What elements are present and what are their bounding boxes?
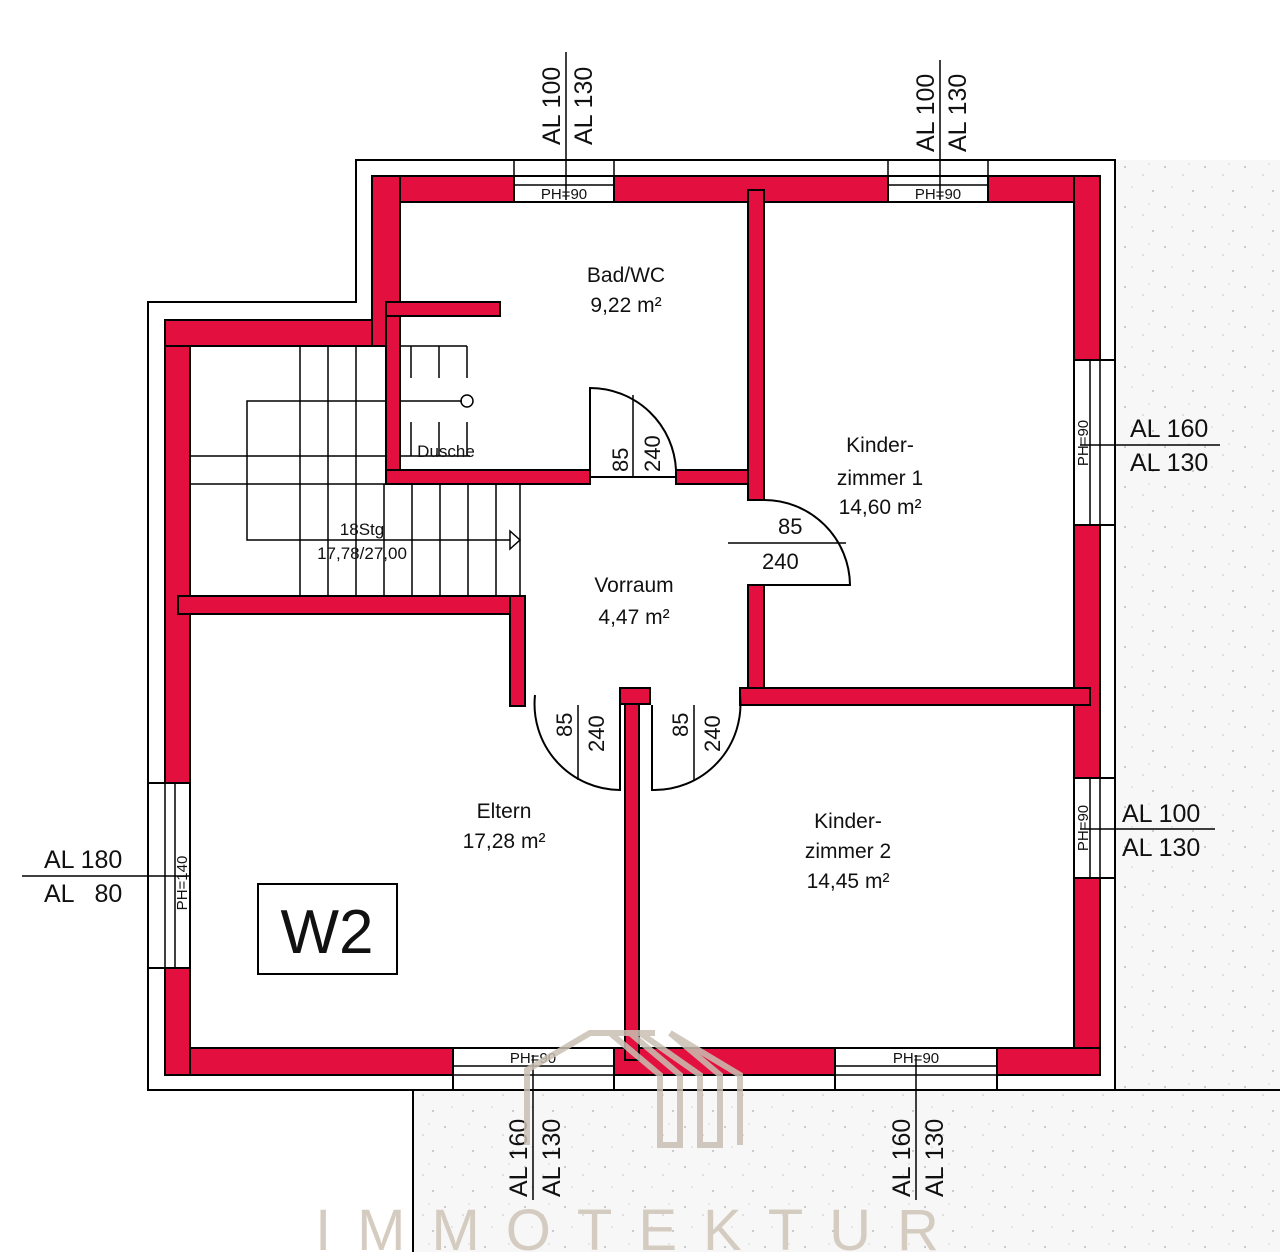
window-bottom-right-al-bottom: AL 130 xyxy=(921,1119,949,1197)
staircase xyxy=(190,346,522,596)
window-top-left-al-bottom: AL 130 xyxy=(570,67,598,145)
window-bottom-left-al-bottom: AL 130 xyxy=(538,1119,566,1197)
window-left-al-bottom: AL 80 xyxy=(44,880,122,908)
window-top-left-ph: PH=90 xyxy=(541,186,587,203)
room-name-kinder2-b: zimmer 2 xyxy=(805,840,891,863)
window-bottom-right-al-top: AL 160 xyxy=(888,1119,916,1197)
room-area-eltern: 17,28 m² xyxy=(463,830,546,853)
shower xyxy=(400,345,474,457)
window-right-upper-al-bottom: AL 130 xyxy=(1130,449,1208,477)
doors xyxy=(533,386,852,792)
door-kinder1-height: 240 xyxy=(762,549,799,574)
stairs-dimensions: 17,78/27,00 xyxy=(317,544,407,563)
room-area-kinder1: 14,60 m² xyxy=(839,496,922,519)
room-area-vorraum: 4,47 m² xyxy=(598,606,669,629)
terrain-right xyxy=(1115,160,1280,1252)
window-left-ph: PH=140 xyxy=(174,856,191,911)
window-top-right-al-bottom: AL 130 xyxy=(944,74,972,152)
door-eltern-height: 240 xyxy=(584,715,609,752)
window-right-lower-al-top: AL 100 xyxy=(1122,800,1200,828)
door-kinder2-width: 85 xyxy=(668,713,693,737)
room-area-kinder2: 14,45 m² xyxy=(807,870,890,893)
room-name-kinder2-a: Kinder- xyxy=(814,810,882,833)
watermark-logo xyxy=(524,1030,743,1148)
window-bottom-right-ph: PH=90 xyxy=(893,1050,939,1067)
window-left-al-top: AL 180 xyxy=(44,846,122,874)
dimension-lines xyxy=(22,52,1220,1200)
window-right-upper-ph: PH=90 xyxy=(1075,420,1092,466)
stairs-steps: 18Stg xyxy=(340,520,384,539)
room-area-bad: 9,22 m² xyxy=(590,294,661,317)
door-kinder2-height: 240 xyxy=(700,715,725,752)
window-right-lower-ph: PH=90 xyxy=(1075,805,1092,851)
unit-label-box xyxy=(257,883,398,975)
door-eltern-width: 85 xyxy=(552,713,577,737)
shower-label: Dusche xyxy=(417,442,475,461)
room-name-vorraum: Vorraum xyxy=(594,574,673,597)
terrain-bottom xyxy=(413,1090,1280,1252)
window-top-right-ph: PH=90 xyxy=(915,186,961,203)
window-right-lower-al-bottom: AL 130 xyxy=(1122,834,1200,862)
room-name-eltern: Eltern xyxy=(477,800,532,823)
window-top-right-al-top: AL 100 xyxy=(912,74,940,152)
room-name-kinder1-a: Kinder- xyxy=(846,434,914,457)
watermark-text: IMMOTEKTUR xyxy=(315,1198,965,1252)
door-bad-width: 85 xyxy=(608,448,633,472)
door-bad-height: 240 xyxy=(640,435,665,472)
unit-label: W2 xyxy=(281,898,374,967)
door-kinder1-width: 85 xyxy=(778,514,802,539)
room-name-kinder1-b: zimmer 1 xyxy=(837,467,923,490)
window-top-left-al-top: AL 100 xyxy=(538,67,566,145)
window-right-upper-al-top: AL 160 xyxy=(1130,415,1208,443)
room-name-bad: Bad/WC xyxy=(587,264,665,287)
